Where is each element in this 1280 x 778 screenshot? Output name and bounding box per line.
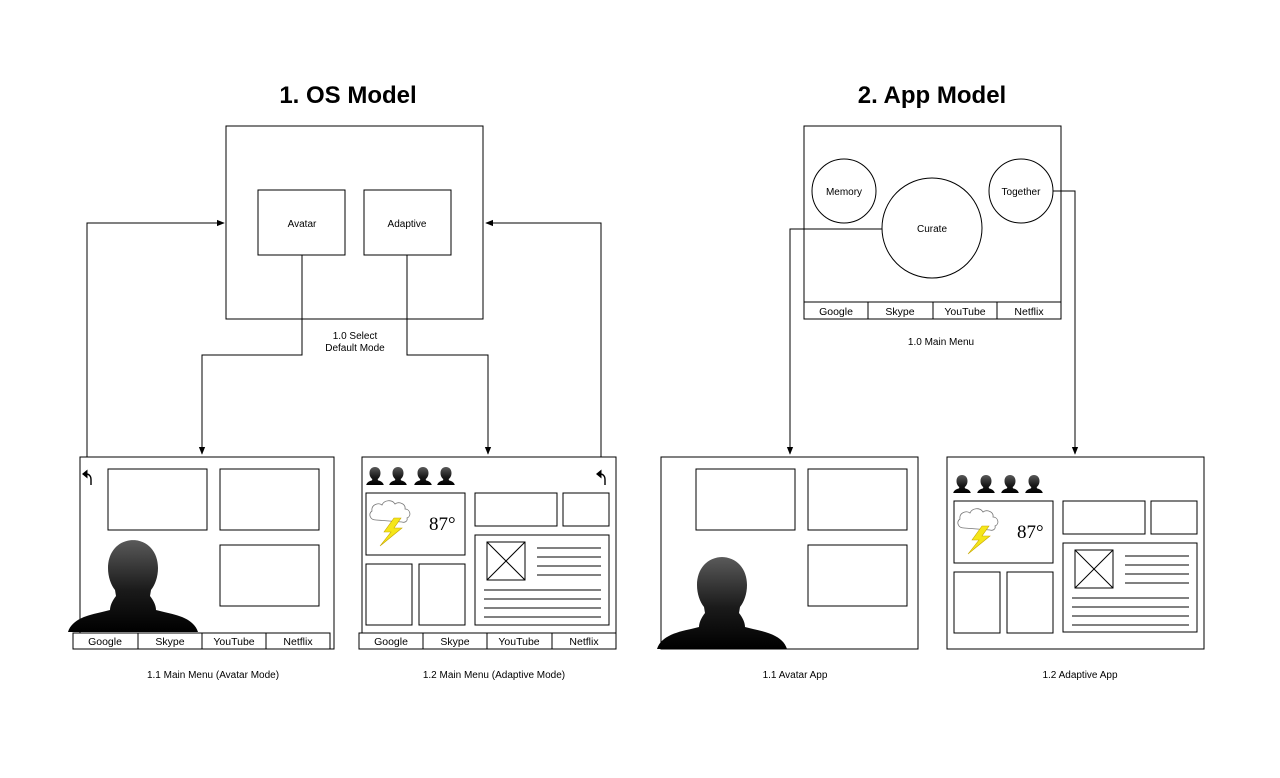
adaptive-app-caption: 1.2 Adaptive App xyxy=(1042,670,1118,681)
tab-netflix[interactable] xyxy=(265,632,331,650)
tab-netflix[interactable] xyxy=(551,632,617,650)
app-model-title: 2. App Model xyxy=(858,82,1006,109)
adaptive-mode-caption: 1.2 Main Menu (Adaptive Mode) xyxy=(423,670,565,681)
avatar-mode-caption: 1.1 Main Menu (Avatar Mode) xyxy=(147,670,279,681)
content-tile[interactable] xyxy=(365,563,413,626)
select-mode-caption-line1: 1.0 Select xyxy=(333,331,378,342)
tab-bar: Google Skype YouTube Netflix xyxy=(358,632,617,650)
memory-circle-button[interactable] xyxy=(811,158,877,224)
avatar-mode-label: Avatar xyxy=(288,219,317,230)
content-tile[interactable] xyxy=(807,544,908,607)
avatar-mode-screen: Google Skype YouTube Netflix xyxy=(68,456,335,650)
article-card[interactable] xyxy=(474,534,610,626)
adaptive-app-screen: 87° xyxy=(946,456,1205,650)
select-mode-caption-line2: Default Mode xyxy=(325,343,385,354)
weather-temperature: 87° xyxy=(429,514,456,535)
tab-bar: Google Skype YouTube Netflix xyxy=(72,632,331,650)
curate-circle-button[interactable] xyxy=(881,177,983,279)
content-tile[interactable] xyxy=(1062,500,1146,535)
tab-youtube-label: YouTube xyxy=(498,636,539,648)
connector-avatar-to-screen xyxy=(198,255,303,455)
adaptive-mode-screen: 87° Google Skype YouTube Netf xyxy=(358,456,617,650)
tab-netflix[interactable] xyxy=(996,301,1062,320)
memory-label: Memory xyxy=(826,187,862,198)
tab-skype-label: Skype xyxy=(885,306,914,318)
connector-adaptive-to-screen xyxy=(406,255,492,455)
tab-google-label: Google xyxy=(819,306,853,318)
weather-temperature: 87° xyxy=(1017,522,1044,543)
adaptive-mode-label: Adaptive xyxy=(388,219,427,230)
app-main-menu-frame: Memory Together Curate Google Skype YouT… xyxy=(803,125,1062,320)
content-tile[interactable] xyxy=(219,544,320,607)
app-main-menu-caption: 1.0 Main Menu xyxy=(908,337,974,348)
content-tile[interactable] xyxy=(562,492,610,527)
tab-youtube-label: YouTube xyxy=(944,306,985,318)
content-tile[interactable] xyxy=(107,468,208,531)
tab-youtube-label: YouTube xyxy=(213,636,254,648)
tab-bar: Google Skype YouTube Netflix xyxy=(803,301,1062,320)
connector-curate-to-avatar-app xyxy=(786,228,882,455)
tab-skype-label: Skype xyxy=(155,636,184,648)
avatar-app-screen xyxy=(657,456,919,650)
content-tile[interactable] xyxy=(418,563,466,626)
content-tile[interactable] xyxy=(1150,500,1198,535)
together-label: Together xyxy=(1002,187,1042,198)
article-card[interactable] xyxy=(1062,542,1198,633)
content-tile[interactable] xyxy=(807,468,908,531)
tab-netflix-label: Netflix xyxy=(1014,306,1044,318)
mode-selector-frame: Avatar Adaptive xyxy=(225,125,484,320)
weather-widget[interactable] xyxy=(365,492,466,556)
content-tile[interactable] xyxy=(695,468,796,531)
avatar-mode-button[interactable] xyxy=(257,189,346,256)
tab-skype-label: Skype xyxy=(440,636,469,648)
connector-avatar-screen-back xyxy=(86,219,225,475)
connector-together-to-adaptive-app xyxy=(1053,190,1079,455)
tab-netflix-label: Netflix xyxy=(569,636,599,648)
connector-adaptive-screen-back xyxy=(485,219,602,468)
content-tile[interactable] xyxy=(1006,571,1054,634)
tab-google-label: Google xyxy=(374,636,408,648)
tab-netflix-label: Netflix xyxy=(283,636,313,648)
content-tile[interactable] xyxy=(474,492,558,527)
os-model-title: 1. OS Model xyxy=(279,82,416,109)
content-tile[interactable] xyxy=(219,468,320,531)
adaptive-mode-button[interactable] xyxy=(363,189,452,256)
tab-google-label: Google xyxy=(88,636,122,648)
curate-label: Curate xyxy=(917,224,947,235)
avatar-app-caption: 1.1 Avatar App xyxy=(763,670,828,681)
content-tile[interactable] xyxy=(953,571,1001,634)
